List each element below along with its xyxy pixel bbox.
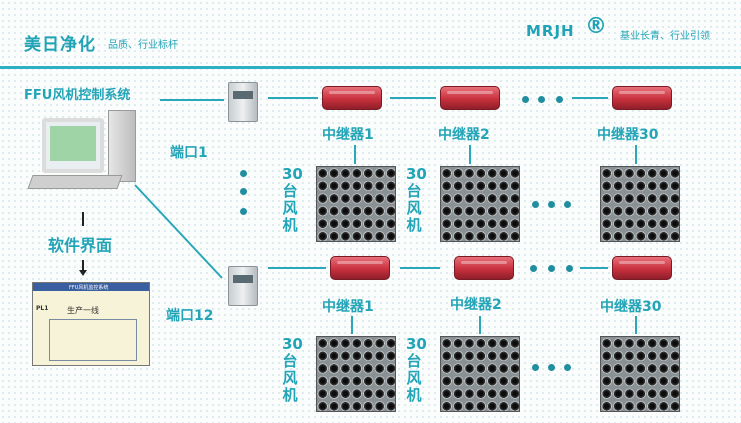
registered-mark: ® (585, 14, 607, 39)
repeater-row2-1-label: 中继器1 (322, 299, 374, 315)
converter-port12 (228, 266, 258, 306)
software-label: 软件界面 (48, 236, 113, 255)
ellipsis-dot (564, 201, 571, 208)
fan-count-word1: 风 (282, 199, 298, 217)
software-screenshot: FFU风机监控系统 PL1 生产一线 (32, 282, 150, 366)
header-divider (0, 66, 741, 69)
fan-count-word2: 机 (406, 386, 422, 404)
monitor-display (50, 126, 96, 161)
ellipsis-dot (522, 96, 529, 103)
converter-port12-label (233, 275, 253, 283)
converter-port1-label (233, 91, 253, 99)
software-pl-label: PL1 (36, 305, 49, 312)
fan-count-label-r2a: 30 台 风 机 (282, 335, 303, 404)
ellipsis-dot (548, 201, 555, 208)
computer-monitor (42, 118, 104, 173)
repeater-row2-1 (330, 256, 390, 280)
fan-group-row1-1 (316, 166, 396, 242)
computer-keyboard (27, 175, 123, 189)
fan-count-number: 30 (406, 165, 427, 183)
repeater-row1-2 (440, 86, 500, 110)
fan-count-unit: 台 (406, 352, 422, 370)
fan-group-row2-30 (600, 336, 680, 412)
repeater-row1-30-label: 中继器30 (597, 127, 659, 143)
ellipsis-dot (240, 188, 247, 195)
fan-count-word2: 机 (282, 386, 298, 404)
brand-tagline: 品质、行业标杆 (108, 40, 178, 51)
repeater-row2-2 (454, 256, 514, 280)
fan-count-label-r1a: 30 台 风 机 (282, 165, 303, 234)
computer-tower (108, 110, 136, 182)
fan-count-word2: 机 (406, 216, 422, 234)
software-line-label: 生产一线 (67, 306, 99, 315)
fan-count-number: 30 (282, 165, 303, 183)
repeater-row2-30 (612, 256, 672, 280)
fan-count-unit: 台 (282, 352, 298, 370)
repeater-row2-30-label: 中继器30 (600, 299, 662, 315)
fan-group-row1-30 (600, 166, 680, 242)
fan-count-unit: 台 (406, 182, 422, 200)
fan-count-word1: 风 (406, 199, 422, 217)
ellipsis-dot (538, 96, 545, 103)
fan-group-row2-2 (440, 336, 520, 412)
fan-count-label-r1b: 30 台 风 机 (406, 165, 427, 234)
converter-port1 (228, 82, 258, 122)
fan-group-row2-1 (316, 336, 396, 412)
repeater-row1-30 (612, 86, 672, 110)
software-fan-map (49, 319, 137, 361)
ellipsis-dot (240, 208, 247, 215)
software-window-title: FFU风机监控系统 (69, 285, 109, 291)
ellipsis-dot (548, 364, 555, 371)
port-1-label: 端口1 (170, 145, 208, 161)
repeater-row1-2-label: 中继器2 (438, 127, 490, 143)
slogan: 基业长青、行业引领 (620, 31, 710, 42)
fan-count-word2: 机 (282, 216, 298, 234)
fan-count-number: 30 (406, 335, 427, 353)
software-titlebar (33, 283, 149, 291)
repeater-row2-2-label: 中继器2 (450, 297, 502, 313)
fan-count-unit: 台 (282, 182, 298, 200)
brand-name: 美日净化 (24, 35, 96, 55)
ellipsis-dot (532, 201, 539, 208)
fan-count-word1: 风 (406, 369, 422, 387)
ellipsis-dot (532, 364, 539, 371)
repeater-row1-1 (322, 86, 382, 110)
ellipsis-dot (530, 265, 537, 272)
fan-count-word1: 风 (282, 369, 298, 387)
ellipsis-dot (240, 170, 247, 177)
ellipsis-dot (566, 265, 573, 272)
ellipsis-dot (556, 96, 563, 103)
port-12-label: 端口12 (166, 308, 214, 324)
ellipsis-dot (548, 265, 555, 272)
fan-count-label-r2b: 30 台 风 机 (406, 335, 427, 404)
ellipsis-dot (564, 364, 571, 371)
fan-group-row1-2 (440, 166, 520, 242)
system-title: FFU风机控制系统 (24, 88, 131, 103)
fan-count-number: 30 (282, 335, 303, 353)
logo-text: MRJH (526, 22, 575, 40)
repeater-row1-1-label: 中继器1 (322, 127, 374, 143)
